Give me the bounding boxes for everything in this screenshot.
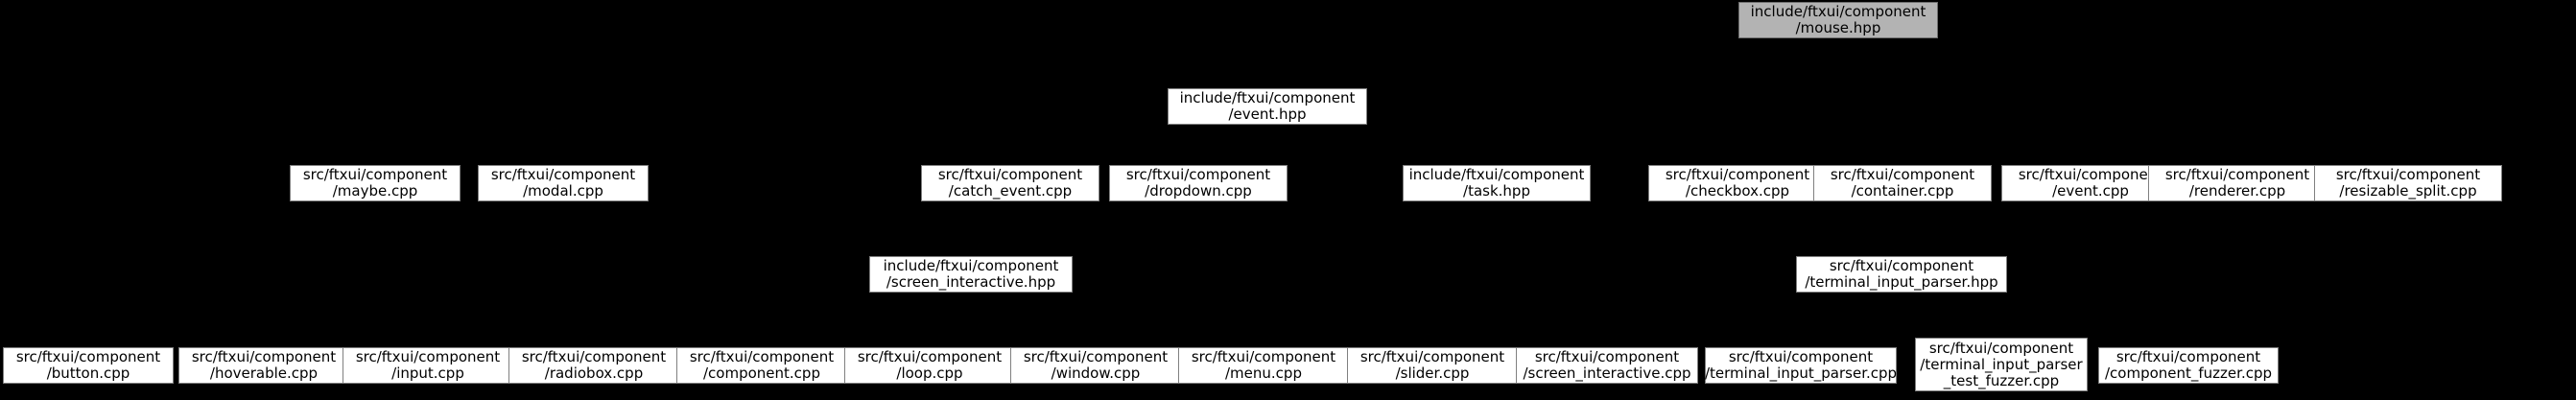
graph-node-label: include/ftxui/component /event.hpp <box>1179 89 1356 123</box>
graph-node-input[interactable]: src/ftxui/component /input.cpp <box>343 347 513 384</box>
graph-node-screen_int_cpp[interactable]: src/ftxui/component /screen_interactive.… <box>1516 347 1698 384</box>
graph-node-label: src/ftxui/component /event.cpp <box>2018 166 2163 200</box>
graph-node-comp_fuzzer[interactable]: src/ftxui/component /component_fuzzer.cp… <box>2098 347 2279 384</box>
graph-node-event[interactable]: include/ftxui/component /event.hpp <box>1168 88 1367 125</box>
graph-node-task[interactable]: include/ftxui/component /task.hpp <box>1403 165 1591 201</box>
graph-node-catch_event[interactable]: src/ftxui/component /catch_event.cpp <box>921 165 1099 201</box>
graph-node-maybe[interactable]: src/ftxui/component /maybe.cpp <box>290 165 461 201</box>
graph-node-label: src/ftxui/component /loop.cpp <box>857 348 1003 382</box>
graph-node-menu[interactable]: src/ftxui/component /menu.cpp <box>1178 347 1349 384</box>
graph-node-label: src/ftxui/component /maybe.cpp <box>302 166 448 200</box>
graph-node-label: src/ftxui/component /dropdown.cpp <box>1125 166 1271 200</box>
graph-node-modal[interactable]: src/ftxui/component /modal.cpp <box>478 165 649 201</box>
graph-node-renderer[interactable]: src/ftxui/component /renderer.cpp <box>2148 165 2327 201</box>
graph-node-label: src/ftxui/component /radiobox.cpp <box>521 348 667 382</box>
graph-node-component_cpp[interactable]: src/ftxui/component /component.cpp <box>676 347 847 384</box>
graph-node-label: src/ftxui/component /button.cpp <box>15 348 161 382</box>
graph-node-label: src/ftxui/component /terminal_input_pars… <box>1704 348 1898 382</box>
graph-node-slider[interactable]: src/ftxui/component /slider.cpp <box>1347 347 1518 384</box>
graph-node-tip_hpp[interactable]: src/ftxui/component /terminal_input_pars… <box>1796 256 2007 293</box>
graph-node-tip_fuzzer[interactable]: src/ftxui/component /terminal_input_pars… <box>1915 338 2088 391</box>
graph-node-window[interactable]: src/ftxui/component /window.cpp <box>1010 347 1181 384</box>
graph-node-label: src/ftxui/component /hoverable.cpp <box>191 348 337 382</box>
graph-node-label: src/ftxui/component /renderer.cpp <box>2164 166 2310 200</box>
graph-node-button[interactable]: src/ftxui/component /button.cpp <box>3 347 174 384</box>
graph-node-label: src/ftxui/component /modal.cpp <box>490 166 636 200</box>
graph-node-checkbox[interactable]: src/ftxui/component /checkbox.cpp <box>1648 165 1827 201</box>
graph-node-container[interactable]: src/ftxui/component /container.cpp <box>1813 165 1992 201</box>
graph-node-label: src/ftxui/component /resizable_split.cpp <box>2335 166 2481 200</box>
graph-node-label: src/ftxui/component /component_fuzzer.cp… <box>2104 348 2273 382</box>
graph-node-label: src/ftxui/component /slider.cpp <box>1359 348 1505 382</box>
graph-node-label: src/ftxui/component /container.cpp <box>1830 166 1975 200</box>
graph-node-label: src/ftxui/component /checkbox.cpp <box>1665 166 1810 200</box>
graph-node-label: src/ftxui/component /terminal_input_pars… <box>1805 257 1998 291</box>
graph-node-mouse[interactable]: include/ftxui/component /mouse.hpp <box>1738 2 1938 38</box>
graph-node-label: src/ftxui/component /component.cpp <box>689 348 835 382</box>
graph-node-label: src/ftxui/component /screen_interactive.… <box>1523 348 1691 382</box>
graph-node-label: src/ftxui/component /catch_event.cpp <box>937 166 1083 200</box>
graph-node-tip_cpp[interactable]: src/ftxui/component /terminal_input_pars… <box>1705 347 1897 384</box>
graph-node-dropdown[interactable]: src/ftxui/component /dropdown.cpp <box>1109 165 1288 201</box>
graph-node-label: src/ftxui/component /terminal_input_pars… <box>1920 339 2083 389</box>
graph-node-radiobox[interactable]: src/ftxui/component /radiobox.cpp <box>508 347 679 384</box>
graph-node-label: include/ftxui/component /mouse.hpp <box>1750 3 1926 36</box>
graph-node-resizable_split[interactable]: src/ftxui/component /resizable_split.cpp <box>2314 165 2502 201</box>
graph-node-screen_int_hpp[interactable]: include/ftxui/component /screen_interact… <box>869 256 1073 293</box>
graph-node-label: include/ftxui/component /task.hpp <box>1408 166 1585 200</box>
graph-node-label: include/ftxui/component /screen_interact… <box>883 257 1059 291</box>
graph-node-hoverable[interactable]: src/ftxui/component /hoverable.cpp <box>178 347 349 384</box>
graph-node-label: src/ftxui/component /menu.cpp <box>1191 348 1336 382</box>
graph-node-label: src/ftxui/component /window.cpp <box>1023 348 1169 382</box>
graph-node-label: src/ftxui/component /input.cpp <box>355 348 501 382</box>
graph-node-loop[interactable]: src/ftxui/component /loop.cpp <box>844 347 1015 384</box>
